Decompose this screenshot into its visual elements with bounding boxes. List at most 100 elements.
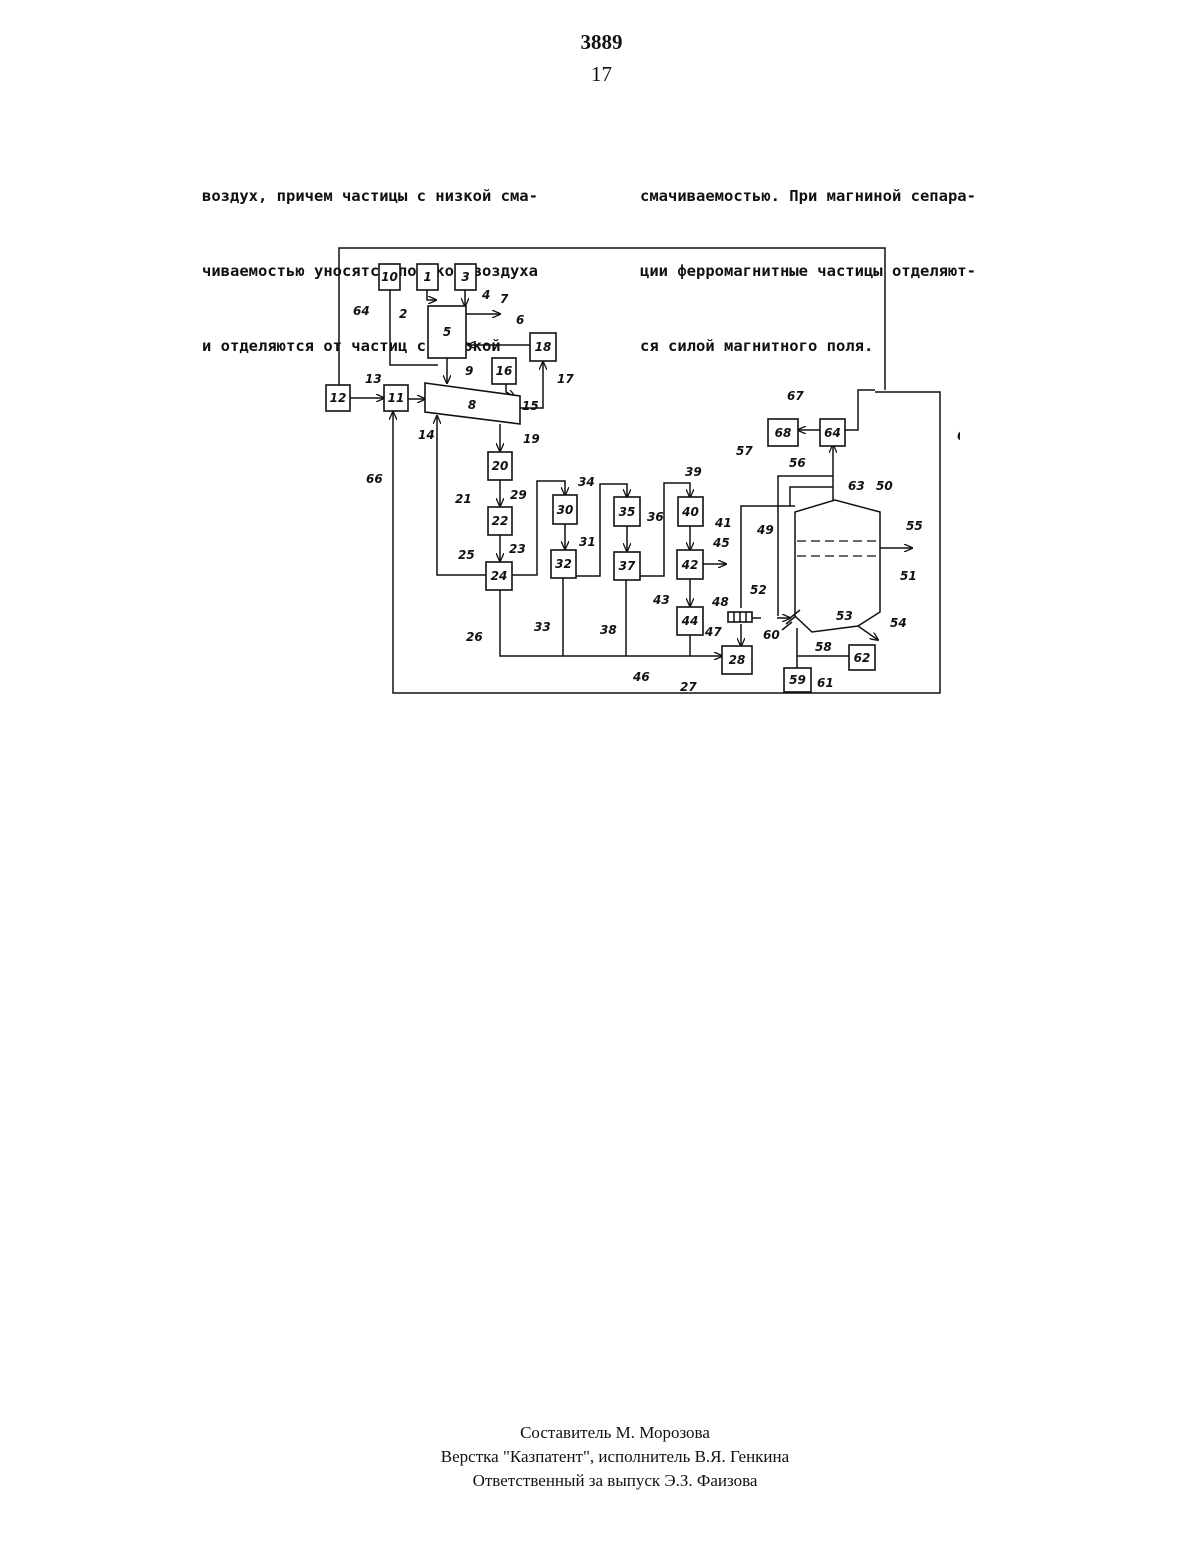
block-40: 40	[678, 497, 703, 526]
block-42: 42	[677, 550, 703, 579]
svg-text:18: 18	[535, 340, 552, 354]
text-line: смачиваемостью. При магниной сепара-	[640, 184, 1060, 209]
label-49: 49	[756, 523, 774, 537]
credit-responsible: Ответственный за выпуск Э.З. Фаизова	[0, 1469, 1203, 1493]
svg-text:3: 3	[461, 270, 469, 284]
label-26: 26	[466, 630, 483, 644]
svg-text:62: 62	[854, 651, 871, 665]
label-53: 53	[836, 609, 853, 623]
svg-text:28: 28	[729, 653, 746, 667]
svg-text:64: 64	[824, 426, 841, 440]
block-35: 35	[614, 497, 640, 526]
label-66: 66	[366, 472, 383, 486]
label-27: 27	[680, 680, 697, 694]
publication-credits: Составитель М. Морозова Верстка "Казпате…	[0, 1421, 1203, 1493]
label-64: 64	[353, 304, 370, 318]
svg-text:59: 59	[789, 673, 806, 687]
svg-text:1: 1	[423, 270, 431, 284]
svg-text:11: 11	[388, 391, 405, 405]
label-55: 55	[906, 519, 923, 533]
block-5: 5	[428, 306, 466, 358]
label-67: 67	[787, 389, 804, 403]
svg-text:42: 42	[681, 558, 699, 572]
feeder-48	[728, 612, 752, 622]
process-flow-diagram: 10 1 3 5 18 12 11 8 16 20 22 24 30 32 35…	[320, 240, 960, 715]
page-number: 17	[0, 62, 1203, 87]
block-12: 12	[326, 385, 350, 411]
label-47: 47	[704, 625, 722, 639]
text-line: воздух, причем частицы с низкой сма-	[202, 184, 602, 209]
block-18: 18	[530, 333, 556, 361]
label-15: 15	[522, 399, 539, 413]
label-39: 39	[685, 465, 702, 479]
svg-text:44: 44	[681, 614, 699, 628]
label-21: 21	[455, 492, 472, 506]
label-52: 52	[750, 583, 767, 597]
label-56: 56	[789, 456, 806, 470]
block-22: 22	[488, 507, 512, 535]
block-10: 10	[379, 264, 400, 290]
label-25: 25	[458, 548, 475, 562]
block-30: 30	[553, 495, 577, 524]
label-54: 54	[890, 616, 907, 630]
block-28: 28	[722, 646, 752, 674]
label-61: 61	[817, 676, 834, 690]
label-36: 36	[647, 510, 664, 524]
label-13: 13	[365, 372, 382, 386]
label-34: 34	[578, 475, 595, 489]
label-50: 50	[876, 479, 893, 493]
block-37: 37	[614, 552, 640, 580]
svg-text:5: 5	[443, 325, 451, 339]
separator-vessel	[782, 500, 880, 632]
block-59: 59	[784, 668, 811, 692]
label-17: 17	[557, 372, 574, 386]
label-14: 14	[418, 428, 435, 442]
label-43: 43	[652, 593, 670, 607]
label-65: 65	[957, 429, 960, 443]
svg-text:22: 22	[492, 514, 509, 528]
block-24: 24	[486, 562, 512, 590]
svg-text:20: 20	[492, 459, 509, 473]
block-64: 64	[820, 419, 845, 446]
block-20: 20	[488, 452, 512, 480]
svg-text:24: 24	[491, 569, 508, 583]
label-46: 46	[632, 670, 650, 684]
label-58: 58	[815, 640, 832, 654]
svg-text:68: 68	[775, 426, 792, 440]
label-45: 45	[712, 536, 730, 550]
svg-text:35: 35	[619, 505, 636, 519]
svg-text:8: 8	[468, 398, 476, 412]
patent-number: 3889	[0, 30, 1203, 55]
label-57: 57	[736, 444, 753, 458]
credit-compiler: Составитель М. Морозова	[0, 1421, 1203, 1445]
block-32: 32	[551, 550, 576, 578]
label-2: 2	[399, 307, 407, 321]
label-19: 19	[523, 432, 540, 446]
block-1: 1	[417, 264, 438, 290]
block-68: 68	[768, 419, 798, 446]
svg-text:40: 40	[681, 505, 699, 519]
label-7: 7	[500, 292, 509, 306]
credit-layout: Верстка "Казпатент", исполнитель В.Я. Ге…	[0, 1445, 1203, 1469]
svg-text:32: 32	[555, 557, 572, 571]
svg-text:30: 30	[557, 503, 574, 517]
label-29: 29	[510, 488, 527, 502]
label-4: 4	[481, 288, 490, 302]
block-16: 16	[492, 358, 516, 384]
label-9: 9	[465, 364, 473, 378]
label-51: 51	[900, 569, 917, 583]
label-41: 41	[714, 516, 732, 530]
label-23: 23	[509, 542, 526, 556]
svg-text:16: 16	[496, 364, 513, 378]
block-44: 44	[677, 607, 703, 635]
label-38: 38	[600, 623, 617, 637]
svg-text:12: 12	[330, 391, 347, 405]
block-11: 11	[384, 385, 408, 411]
label-60: 60	[763, 628, 780, 642]
block-3: 3	[455, 264, 476, 290]
block-62: 62	[849, 645, 875, 670]
label-6: 6	[516, 313, 524, 327]
label-33: 33	[534, 620, 551, 634]
label-48: 48	[711, 595, 729, 609]
